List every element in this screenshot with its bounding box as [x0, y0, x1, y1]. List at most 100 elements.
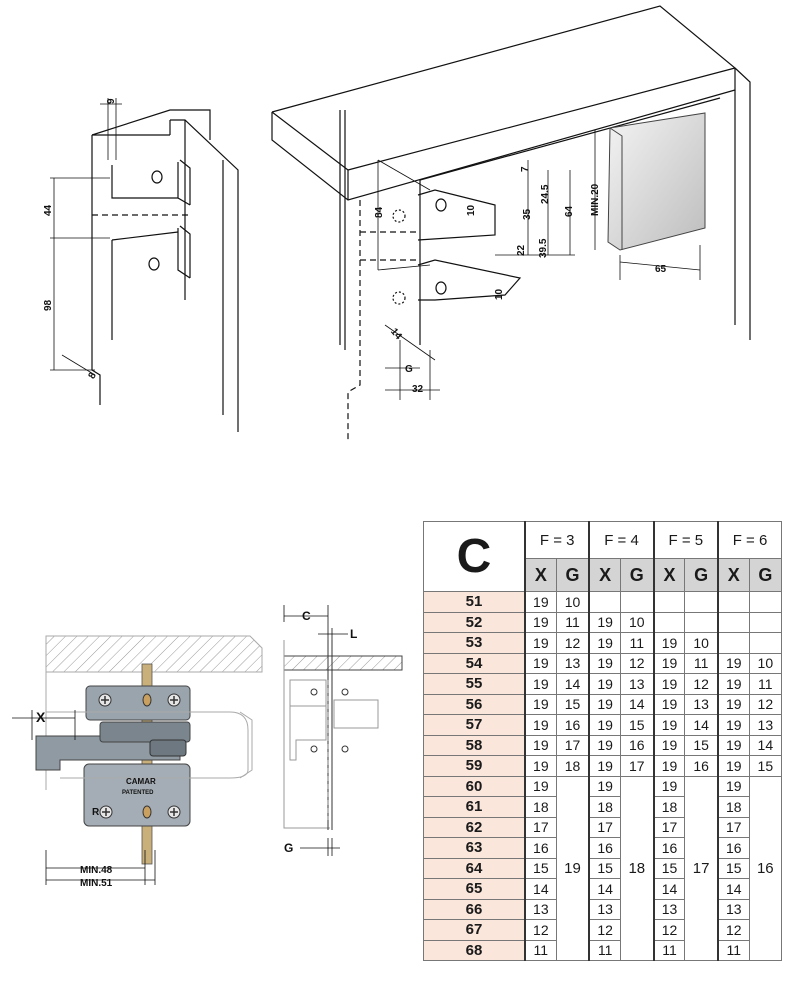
x-value-cell: 15 [523, 857, 557, 879]
g-value-cell: 13 [555, 652, 590, 674]
dim-65: 65 [655, 264, 667, 275]
x-value-cell: 19 [652, 714, 686, 736]
g-value-cell: 11 [555, 611, 590, 633]
c-value-cell: 68 [423, 939, 526, 961]
x-value-cell: 19 [523, 755, 557, 777]
x-value-cell: 19 [652, 755, 686, 777]
g-value-cell: 14 [748, 734, 783, 756]
x-value-cell: 13 [588, 898, 621, 920]
dim-32: 32 [412, 384, 424, 395]
x-value-cell: 19 [652, 673, 686, 695]
r-mark: R [92, 807, 100, 818]
g-value-cell: 12 [619, 652, 655, 674]
g-value-cell: 10 [748, 652, 783, 674]
c-value-cell: 58 [423, 734, 526, 756]
glass-door-panel [607, 112, 706, 251]
dim-84: 84 [374, 206, 385, 218]
x-value-cell: 12 [523, 919, 557, 941]
x-value-cell: 19 [588, 755, 621, 777]
g-merged-cell: 17 [684, 775, 719, 961]
dim-10-lower: 10 [494, 288, 505, 300]
col-g: G [619, 558, 655, 592]
x-value-cell: 19 [588, 673, 621, 695]
brand-logo-text: CAMAR [126, 777, 156, 786]
x-value-cell [716, 632, 750, 654]
c-value-cell: 52 [423, 611, 526, 633]
dim-64: 64 [564, 205, 575, 217]
x-value-cell: 17 [716, 816, 750, 838]
col-x: X [716, 558, 750, 592]
x-value-cell: 19 [523, 611, 557, 633]
x-value-cell: 19 [716, 673, 750, 695]
dim-10-upper: 10 [466, 204, 477, 216]
x-value-cell: 19 [588, 693, 621, 715]
g-value-cell: 14 [555, 673, 590, 695]
x-value-cell: 19 [588, 632, 621, 654]
col-g: G [684, 558, 719, 592]
g-merged-cell: 19 [555, 775, 590, 961]
g-value-cell: 14 [684, 714, 719, 736]
c-value-cell: 64 [423, 857, 526, 879]
x-value-cell: 19 [523, 734, 557, 756]
g-value-cell: 17 [555, 734, 590, 756]
x-value-cell: 19 [652, 775, 686, 797]
g-value-cell: 16 [619, 734, 655, 756]
g-value-cell: 15 [748, 755, 783, 777]
c-value-cell: 60 [423, 775, 526, 797]
x-value-cell: 19 [716, 652, 750, 674]
x-value-cell: 14 [652, 878, 686, 900]
x-value-cell: 19 [652, 693, 686, 715]
x-value-cell: 12 [652, 919, 686, 941]
x-value-cell [652, 591, 686, 613]
g-value-cell: 16 [684, 755, 719, 777]
x-value-cell: 19 [652, 652, 686, 674]
dim-l: L [350, 627, 357, 641]
x-value-cell: 12 [716, 919, 750, 941]
g-value-cell: 12 [748, 693, 783, 715]
x-value-cell: 17 [523, 816, 557, 838]
table-xg-header-row: X G X G X G X G [424, 558, 783, 592]
c-value-cell: 63 [423, 837, 526, 859]
col-x: X [652, 558, 686, 592]
dim-7: 7 [520, 166, 531, 172]
g-value-cell: 12 [684, 673, 719, 695]
x-value-cell: 19 [716, 775, 750, 797]
col-g: G [748, 558, 783, 592]
top-right-dimensions [377, 130, 701, 400]
dim-8: 8 [87, 370, 100, 381]
x-value-cell: 14 [588, 878, 621, 900]
g-value-cell: 15 [555, 693, 590, 715]
g-value-cell: 11 [748, 673, 783, 695]
g-value-cell: 10 [684, 632, 719, 654]
top-left-panel-drawing [91, 109, 239, 432]
g-value-cell: 10 [619, 611, 655, 633]
x-value-cell: 19 [716, 755, 750, 777]
c-value-cell: 59 [423, 755, 526, 777]
x-value-cell [716, 611, 750, 633]
group-f4: F = 4 [588, 521, 655, 559]
x-value-cell: 19 [588, 734, 621, 756]
x-value-cell: 19 [716, 714, 750, 736]
x-value-cell: 19 [652, 734, 686, 756]
x-value-cell: 19 [588, 775, 621, 797]
g-value-cell: 16 [555, 714, 590, 736]
x-value-cell: 11 [588, 939, 621, 961]
x-value-cell: 19 [523, 714, 557, 736]
x-value-cell: 13 [716, 898, 750, 920]
g-merged-cell: 18 [619, 775, 655, 961]
x-value-cell: 16 [523, 837, 557, 859]
x-value-cell: 19 [588, 714, 621, 736]
g-value-cell: 17 [619, 755, 655, 777]
x-value-cell: 17 [652, 816, 686, 838]
